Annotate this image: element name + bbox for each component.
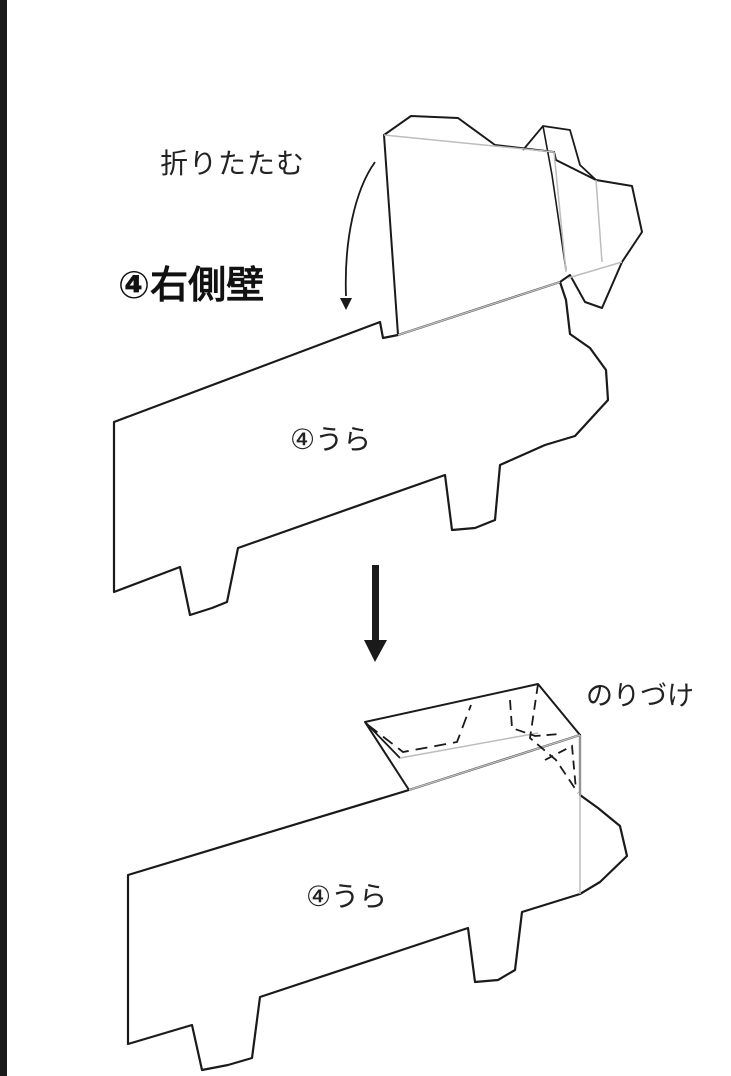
step-arrow-head [364,640,387,662]
top-tab-inner [542,125,567,271]
back-side-label-top: ④うら [290,423,372,456]
step-arrow-shaft [372,565,379,645]
back-side-label-bottom: ④うら [306,880,388,913]
bottom-dashed-3 [529,683,579,794]
glue-instruction-label: のりづけ [586,681,694,712]
fold-arrow-curve [344,161,376,297]
bottom-fold-line-1 [408,734,581,791]
fold-arrow-head [340,298,352,310]
bottom-dashed-4 [544,744,577,791]
top-fold-line-3 [567,261,623,279]
bottom-fold-line-3 [399,732,539,759]
bottom-dashed-1 [367,704,472,753]
top-wall-outline [112,280,610,617]
bottom-wall-outline [126,733,629,1072]
page-edge-bar [0,0,7,1076]
top-fold-line-2 [397,281,561,336]
top-fold-line-4 [553,151,567,273]
top-small-tab [522,125,597,181]
top-fold-line-1 [383,134,555,153]
top-cutoff-strip [7,0,731,6]
part-title: ④右側壁 [118,263,265,307]
fold-instruction-label: 折りたたむ [160,147,306,180]
bottom-dashed-2 [509,699,561,737]
top-raised-flap [383,115,643,336]
bottom-folded-flap [364,683,581,791]
top-fold-line-5 [595,179,603,263]
